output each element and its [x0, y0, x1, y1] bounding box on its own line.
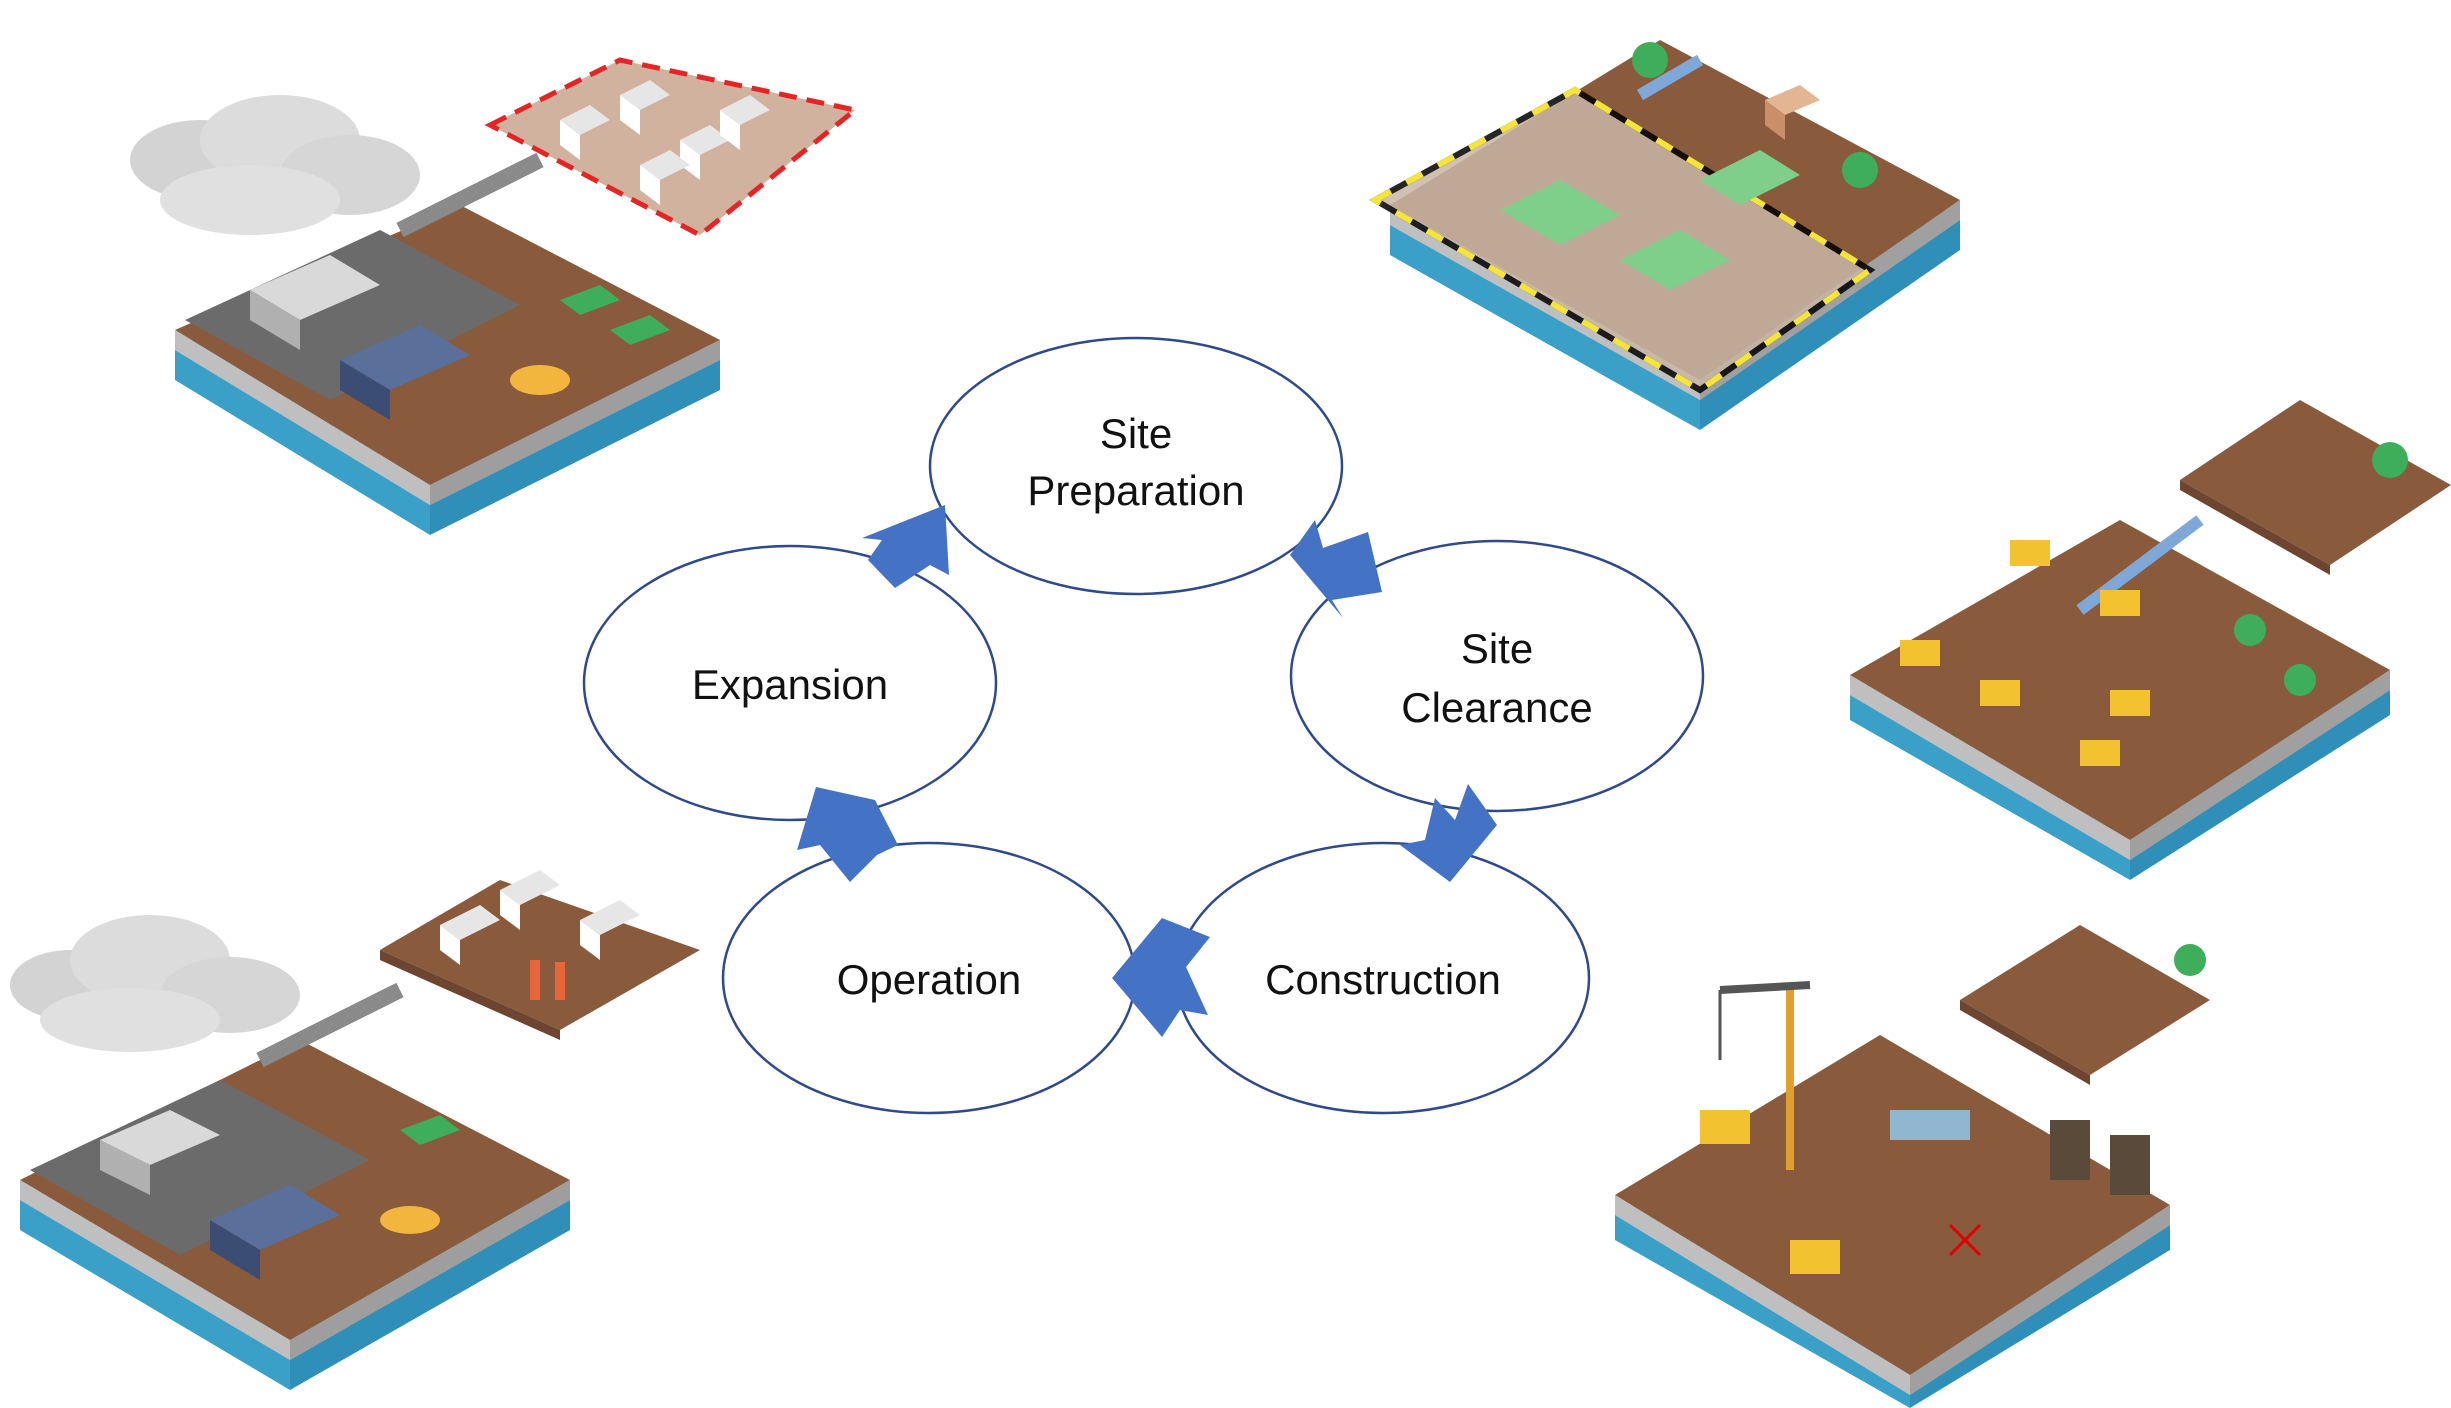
cycle-arrows [797, 505, 1497, 1037]
industrial-expansion-illustration [130, 57, 861, 535]
site-clearance-ellipse [1289, 539, 1705, 813]
construction-label: Construction [1265, 956, 1501, 1003]
stage-site-preparation: Site Preparation [928, 336, 1344, 596]
site-clearance-label-line-2: Clearance [1401, 684, 1592, 731]
site-preparation-label-line-2: Preparation [1027, 467, 1244, 514]
operation-illustration [10, 870, 700, 1390]
stage-site-clearance: Site Clearance [1289, 539, 1705, 813]
site-preparation-illustration [1368, 40, 1960, 430]
site-preparation-label-line-1: Site [1100, 410, 1172, 457]
stage-operation: Operation [721, 841, 1137, 1115]
arrow-expansion-to-preparation [862, 505, 949, 588]
site-preparation-ellipse [928, 336, 1344, 596]
stage-construction: Construction [1175, 841, 1591, 1115]
expansion-ellipse [582, 544, 998, 822]
arrow-preparation-to-clearance [1290, 520, 1382, 618]
arrow-clearance-to-construction [1400, 784, 1497, 882]
site-clearance-illustration [1850, 400, 2451, 880]
site-clearance-label-line-1: Site [1461, 625, 1533, 672]
operation-label: Operation [837, 956, 1021, 1003]
stage-expansion: Expansion [582, 544, 998, 822]
arrow-operation-to-expansion [797, 787, 898, 882]
cycle-nodes: Site Preparation Site Clearance Construc… [582, 336, 1705, 1115]
expansion-label: Expansion [692, 661, 888, 708]
construction-illustration [1615, 925, 2210, 1408]
arrow-construction-to-operation [1112, 918, 1210, 1037]
